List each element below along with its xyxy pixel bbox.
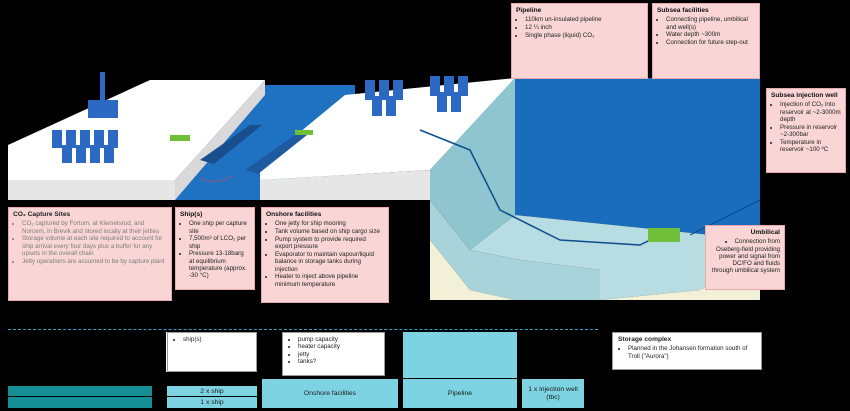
subsea-template bbox=[648, 228, 680, 242]
pipeline-column bbox=[403, 332, 517, 378]
onshore-item: Heater to inject above pipeline minimum … bbox=[275, 273, 384, 288]
pipeline-item: 110km un-insulated pipeline bbox=[525, 16, 643, 23]
subsea-facilities-item: Connection for future step-out bbox=[666, 39, 755, 46]
slope-steps bbox=[430, 200, 600, 300]
subsea-facilities-box: Subsea facilities Connecting pipeline, u… bbox=[652, 3, 760, 79]
storage-complex-title: Storage complex bbox=[618, 336, 672, 343]
pipeline-box: Pipeline 110km un-insulated pipeline 12 … bbox=[511, 3, 648, 79]
pipeline-title: Pipeline bbox=[516, 7, 542, 14]
capture-jetty bbox=[170, 135, 190, 141]
onshore-land-front bbox=[260, 170, 430, 200]
onshore-jetty bbox=[295, 130, 313, 135]
ship-1 bbox=[200, 125, 262, 164]
onshore-notes-box: pump capacity heater capacity jetty tank… bbox=[282, 332, 385, 376]
capture-item: CO₂ captured by Fortum, at Klemetsrud, a… bbox=[22, 220, 167, 235]
injection-well-item: Injection of CO₂ into reservoir at ~2-30… bbox=[780, 101, 841, 123]
ships-box: Ship(s) One ship per capture site 7,500m… bbox=[175, 207, 255, 290]
section-divider bbox=[8, 329, 598, 330]
onshore-note: heater capacity bbox=[298, 343, 379, 350]
onshore-title: Onshore facilities bbox=[266, 211, 322, 218]
ship-note: ship(s) bbox=[183, 336, 251, 343]
subsea-facilities-title: Subsea facilities bbox=[657, 7, 709, 14]
injection-well-item: Temperature in reservoir ~100 ºC bbox=[780, 139, 841, 154]
ships-item: 7,500m³ of LCO₂ per ship bbox=[189, 235, 250, 250]
ships-item: Pressure 13-18barg at equilibrium temper… bbox=[189, 250, 250, 279]
pipeline-route bbox=[419, 129, 661, 246]
onshore-note: tanks? bbox=[298, 358, 379, 365]
ship-2 bbox=[245, 135, 307, 174]
onshore-note: pump capacity bbox=[298, 336, 379, 343]
seabed-top bbox=[470, 215, 760, 300]
capture-land-top bbox=[8, 80, 265, 180]
storage-complex-item: Planned in the Johansen formation south … bbox=[628, 345, 756, 360]
onshore-facilities-label: Onshore facilities bbox=[262, 379, 398, 408]
capture-item: Jetty operations are assumed to be by ca… bbox=[22, 258, 167, 265]
capture-tank bbox=[52, 130, 62, 148]
onshore-facilities-box: Onshore facilities One jetty for ship mo… bbox=[261, 207, 389, 303]
ship-notes-divider bbox=[154, 332, 167, 372]
onshore-item: One jetty for ship mooring bbox=[275, 220, 384, 227]
ships-title: Ship(s) bbox=[180, 211, 203, 218]
capture-item: Storage volume at each site required to … bbox=[22, 235, 167, 257]
ship-route bbox=[199, 175, 233, 183]
subsea-facilities-item: Connecting pipeline, umbilical and well(… bbox=[666, 16, 755, 31]
capture-bar-bottom bbox=[8, 397, 152, 408]
capture-bar-top bbox=[8, 386, 152, 396]
ships-item: One ship per capture site bbox=[189, 220, 250, 235]
subsea-facilities-item: Water depth ~300m bbox=[666, 31, 755, 38]
injection-well-item: Pressure in reservoir ~2-300bar bbox=[780, 124, 841, 139]
onshore-item: Pump system to provide required export p… bbox=[275, 236, 384, 251]
onshore-note: jetty bbox=[298, 351, 379, 358]
pipeline-label: Pipeline bbox=[403, 379, 517, 408]
ship-count-1: 1 x ship bbox=[167, 397, 257, 408]
ship-notes-box: ship(s) bbox=[167, 332, 257, 372]
slope-wall bbox=[430, 78, 515, 250]
injection-well-label: 1 x injection well (tbc) bbox=[522, 379, 584, 408]
capture-land-side bbox=[175, 80, 265, 200]
open-sea bbox=[515, 78, 760, 240]
injection-well-box: Subsea injection well Injection of CO₂ i… bbox=[766, 88, 846, 173]
ship-count-2: 2 x ship bbox=[167, 386, 257, 396]
capture-plant-building bbox=[88, 100, 118, 118]
seabed-front bbox=[430, 240, 760, 300]
onshore-item: Tank volume based on ship cargo size bbox=[275, 228, 384, 235]
injection-well-title: Subsea injection well bbox=[771, 92, 838, 99]
onshore-item: Evaporator to maintain vapour/liquid bal… bbox=[275, 251, 384, 273]
pipeline-item: Single phase (liquid) CO₂ bbox=[525, 32, 643, 39]
capture-land-front bbox=[8, 180, 175, 200]
storage-complex-box: Storage complex Planned in the Johansen … bbox=[612, 332, 762, 370]
umbilical-item: Connection from Oseberg-field providing … bbox=[710, 238, 780, 274]
umbilical-route bbox=[689, 199, 761, 236]
umbilical-title: Umbilical bbox=[750, 229, 780, 236]
pipeline-item: 12 ¼ inch bbox=[525, 24, 643, 31]
capture-sites-title: CO₂ Capture Sites bbox=[13, 211, 71, 218]
capture-sites-box: CO₂ Capture Sites CO₂ captured by Fortum… bbox=[8, 207, 172, 301]
umbilical-box: Umbilical Connection from Oseberg-field … bbox=[705, 225, 785, 290]
onshore-tank bbox=[365, 80, 375, 100]
